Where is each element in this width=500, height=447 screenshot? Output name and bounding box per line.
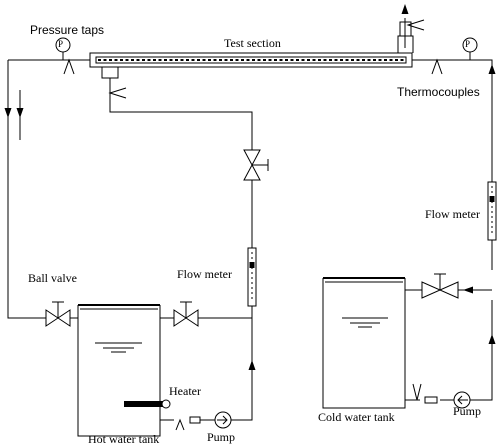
label-test-section: Test section [224,36,281,50]
label-flow-meter-left: Flow meter [177,267,232,281]
arrow-right-up [488,64,496,74]
ball-valve-left-body [45,309,71,327]
hot-water-tank [77,304,171,437]
sensor-mark-left-pipe [63,58,75,75]
heater-connector [161,399,171,409]
label-flow-meter-right: Flow meter [425,207,480,221]
label-thermocouples: Thermocouples [397,85,480,99]
pumps [189,391,471,429]
arrow-cold-up [488,334,496,344]
pipe-right-lower [470,300,493,401]
globe-valve-body [243,149,261,181]
sensor-mark-cold-pump [412,383,422,401]
pipe-return-outlet [109,78,253,150]
arrow-cold-left [463,286,473,294]
hot-pump-coupling [189,416,201,424]
test-section [89,21,414,79]
globe-valve [243,149,269,181]
gauge-symbol-left: P [58,39,64,49]
label-hot-water-tank: Hot water tank [88,432,160,446]
pressure-gauge-right [462,37,478,53]
flow-meters [247,181,497,307]
label-pump-left: Pump [207,430,236,444]
label-ball-valve: Ball valve [28,271,77,285]
hot-pump-impeller [217,415,228,425]
ball-valves [45,273,459,327]
arrow-left-down [4,108,12,118]
gauge-symbol-right: P [465,39,471,49]
hot-tank-wall [77,305,161,437]
test-section-outer [89,52,413,68]
outlet-neck [399,21,412,36]
cold-tank-wall [322,278,406,409]
cold-pump-impeller [457,395,468,405]
inlet-plenum [101,67,119,79]
pipe-network [7,18,493,421]
cold-pump-coupling [424,396,438,404]
flow-meter-left-float [249,262,255,268]
sensor-mark-inlet [108,87,127,99]
pipe-pump-riser [231,318,253,421]
flow-arrows [4,4,496,370]
outlet-plenum [397,35,414,53]
sensor-mark-outlet [406,19,425,31]
sensor-mark-hot-pump [175,418,185,431]
pressure-gauges [55,37,478,60]
pressure-gauge-left [55,37,71,53]
sensor-marks [63,19,443,431]
arrow-pump-up [248,360,256,370]
label-pump-right: Pump [453,404,482,418]
pipe-left-vertical [7,60,46,319]
heater-element [124,401,164,407]
arrow-top-up [401,4,409,14]
test-section-inner [95,56,407,64]
flow-meter-right-float [489,196,495,202]
label-cold-water-tank: Cold water tank [318,410,395,424]
label-pressure-taps: Pressure taps [30,23,105,37]
cold-water-tank [322,277,406,409]
label-heater: Heater [169,384,201,398]
ball-valve-cold-body [421,281,459,299]
sensor-mark-right-pipe [431,58,443,75]
ball-valve-mid-body [173,309,199,327]
